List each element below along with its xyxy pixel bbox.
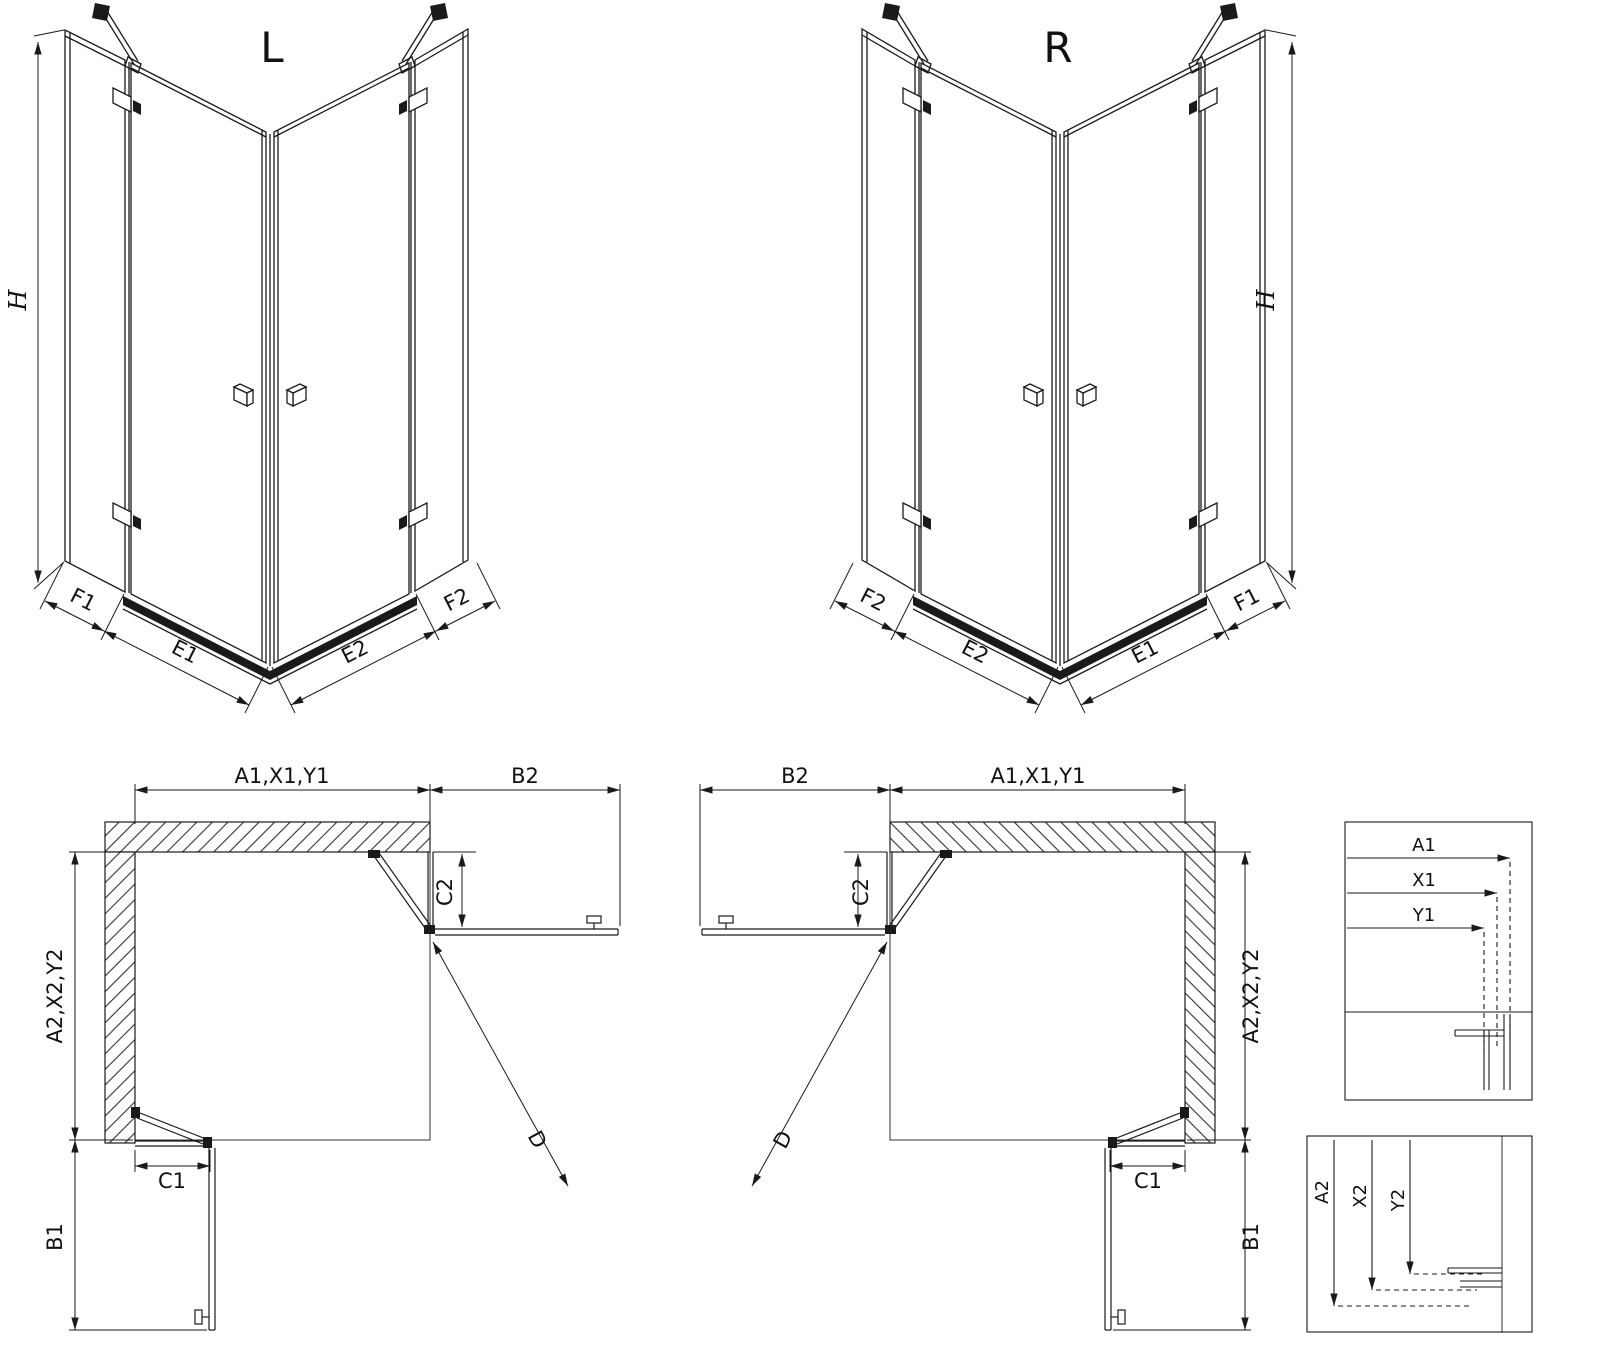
dim-label-f1-left-view: F1 [66,583,100,616]
dim-label-a1x1y1-right-plan: A1,X1,Y1 [990,764,1085,788]
dim-label-f2-left-view: F2 [440,583,474,616]
left-plan-view: A1,X1,Y1 B2 A2,X2,Y2 C2 C1 B1 D [43,764,620,1330]
detail-top-frame [1344,821,1533,1101]
dim-label-a1x1y1-left-plan: A1,X1,Y1 [234,764,329,788]
dim-label-f1-right-view: F1 [1230,583,1264,616]
dim-label-h-right-view: H [1252,288,1280,311]
detail-top-label-a1: A1 [1412,835,1436,856]
detail-bottom-label-y2: Y2 [1388,1189,1409,1212]
dim-label-b1-right-plan: B1 [1239,1223,1263,1251]
right-plan-view: B2 A1,X1,Y1 C2 A2,X2,Y2 C1 B1 D [700,764,1263,1330]
dim-label-b2-right-plan: B2 [781,764,809,788]
detail-bottom-label-a2: A2 [1312,1180,1333,1204]
dim-label-b1-left-plan: B1 [43,1223,67,1251]
dim-label-a2x2y2-left-plan: A2,X2,Y2 [43,948,67,1043]
detail-bottom-frame [1306,1135,1533,1333]
view-title-right: R [1043,23,1072,72]
detail-bottom-label-x2: X2 [1350,1184,1371,1208]
dim-label-c2-left-plan: C2 [433,878,457,906]
detail-panel-top: A1 X1 Y1 [1344,821,1533,1101]
dim-label-c2-right-plan: C2 [849,878,873,906]
right-3d-view: R H F2 E2 E1 F1 [830,3,1296,713]
view-title-left: L [260,23,284,72]
dim-label-h-left-view: H [4,288,32,311]
dim-label-c1-left-plan: C1 [158,1169,186,1193]
dim-label-c1-right-plan: C1 [1134,1169,1162,1193]
detail-panel-bottom: A2 X2 Y2 [1306,1135,1533,1333]
dim-label-b2-left-plan: B2 [511,764,539,788]
dim-label-f2-right-view: F2 [856,583,890,616]
left-3d-view: L H F1 E1 E2 F2 [4,3,500,713]
detail-top-label-x1: X1 [1412,870,1436,891]
dim-label-a2x2y2-right-plan: A2,X2,Y2 [1239,948,1263,1043]
detail-top-label-y1: Y1 [1412,905,1435,926]
